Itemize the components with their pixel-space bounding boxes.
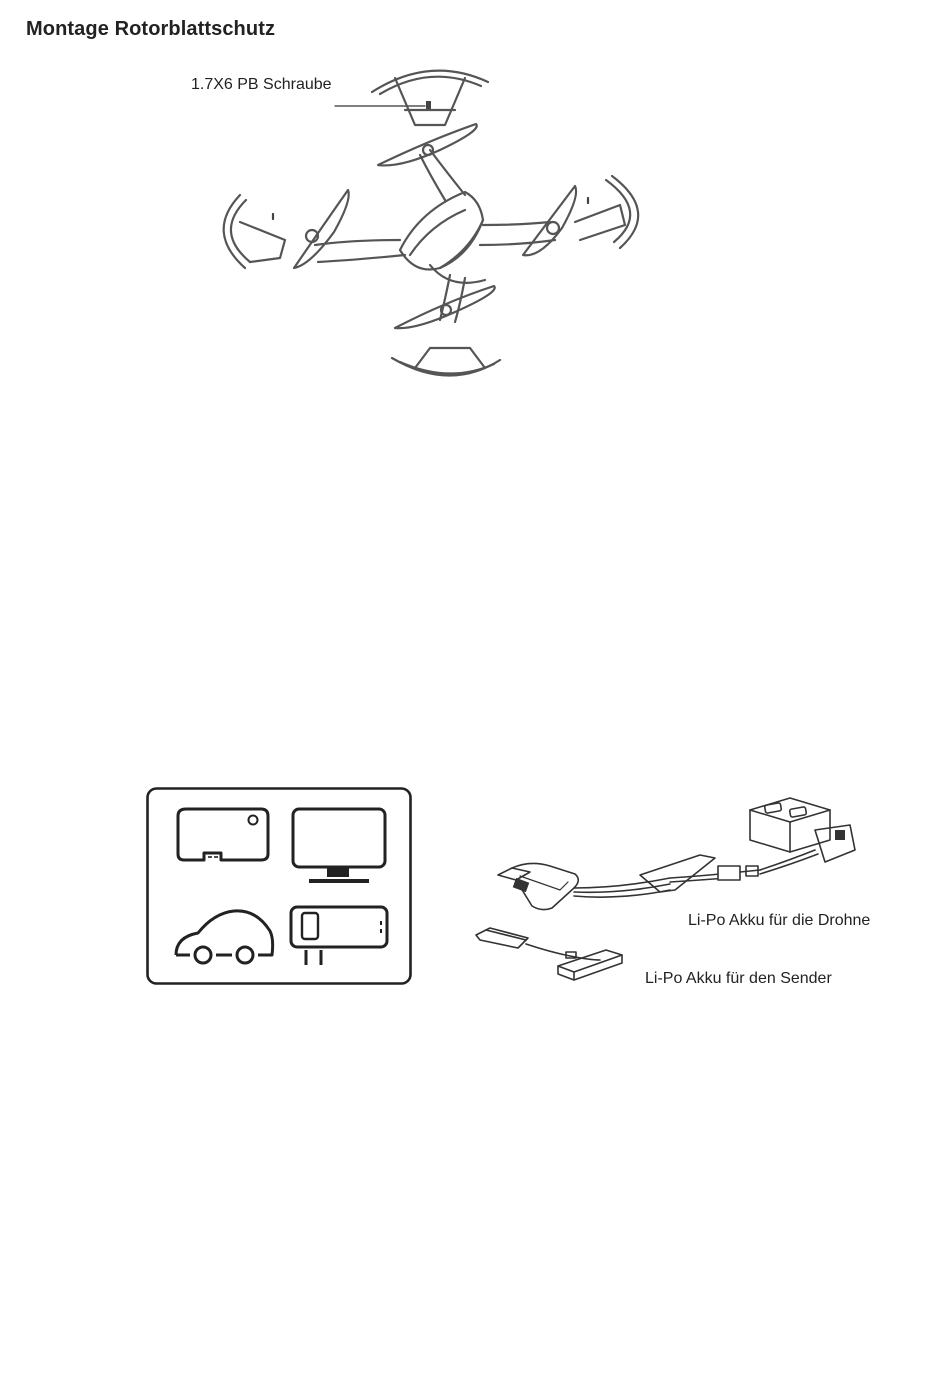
transmitter-battery-label: Li-Po Akku für den Sender: [645, 970, 832, 988]
drone-battery: [750, 798, 855, 862]
power-sources-panel: [146, 787, 412, 985]
drone-battery-label: Li-Po Akku für die Drohne: [688, 912, 870, 930]
transmitter-battery: [558, 950, 622, 980]
usb-charger: [498, 863, 578, 909]
connector-plate: [640, 855, 715, 892]
propeller-bottom: [395, 286, 495, 328]
wall-adapter-icon: [291, 907, 387, 965]
propeller-top: [378, 124, 477, 165]
rotor-guard-right: [575, 176, 638, 248]
rotor-guard-top: [372, 71, 488, 125]
propeller-left: [294, 190, 349, 268]
screw-icon: [426, 101, 431, 109]
monitor-icon: [293, 809, 385, 881]
drone-body: [315, 150, 555, 322]
drone-assembly-illustration: [0, 0, 950, 400]
rotor-guard-left: [224, 195, 285, 268]
car-icon: [176, 911, 273, 963]
computer-icon: [178, 809, 268, 860]
propeller-right: [523, 186, 576, 255]
rotor-guard-bottom: [392, 348, 500, 376]
charger-batteries-illustration: [470, 780, 890, 1000]
transmitter-charger: [476, 928, 600, 960]
